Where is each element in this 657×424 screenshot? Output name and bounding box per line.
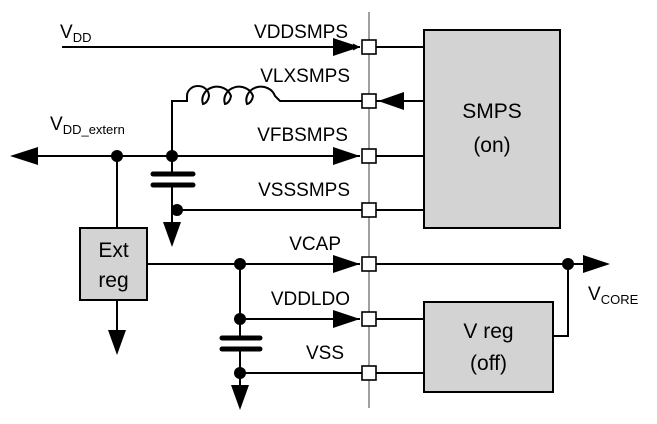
label-vdd: VDD [60, 22, 91, 45]
label-vdd-extern-main: V [50, 114, 63, 135]
label-vcore-main: V [588, 284, 601, 305]
label-vddldo: VDDLDO [271, 289, 350, 310]
ground-arrow [231, 385, 249, 410]
inductor [171, 85, 362, 156]
label-vdd-extern-sub: DD_extern [63, 122, 125, 137]
pin-vddldo [361, 311, 377, 327]
vcap-arrow [333, 255, 360, 273]
vfb-arrow [333, 147, 360, 165]
label-vcore: VCORE [588, 284, 639, 307]
ground-arrow [108, 330, 126, 355]
vdd-extern-arrow [10, 147, 38, 165]
pins [361, 39, 377, 381]
pin-vcap [361, 256, 377, 272]
vreg-state: (off) [470, 352, 507, 375]
label-vcore-sub: CORE [601, 292, 639, 307]
ext-reg-label: reg [98, 269, 128, 292]
pin-vfbsmps [361, 148, 377, 164]
label-vdd-main: V [60, 22, 73, 43]
pin-vlxsmps [361, 93, 377, 109]
label-vcap: VCAP [289, 234, 341, 255]
label-vss: VSS [306, 343, 344, 364]
ext-reg-label: Ext [98, 239, 129, 262]
label-vddsmps: VDDSMPS [254, 22, 348, 43]
label-vlxsmps: VLXSMPS [260, 66, 350, 87]
pin-vddsmps [361, 39, 377, 55]
smps-block [423, 29, 561, 229]
ground-arrow [163, 222, 181, 247]
vddldo-arrow [333, 310, 360, 328]
pin-vss [361, 365, 377, 381]
label-vsssmps: VSSSMPS [258, 180, 350, 201]
vcore-arrow [583, 255, 610, 273]
vdd-arrow [333, 38, 360, 56]
pin-vsssmps [361, 202, 377, 218]
label-vfbsmps: VFBSMPS [257, 125, 348, 146]
vreg-block [423, 301, 554, 393]
vreg-output-wire [553, 264, 569, 337]
label-vdd-sub: DD [73, 30, 92, 45]
vreg-label: V reg [463, 320, 513, 343]
label-vdd-extern: VDD_extern [50, 114, 125, 137]
vlx-arrow [378, 92, 404, 110]
smps-state: (on) [473, 134, 510, 157]
smps-label: SMPS [462, 100, 522, 123]
